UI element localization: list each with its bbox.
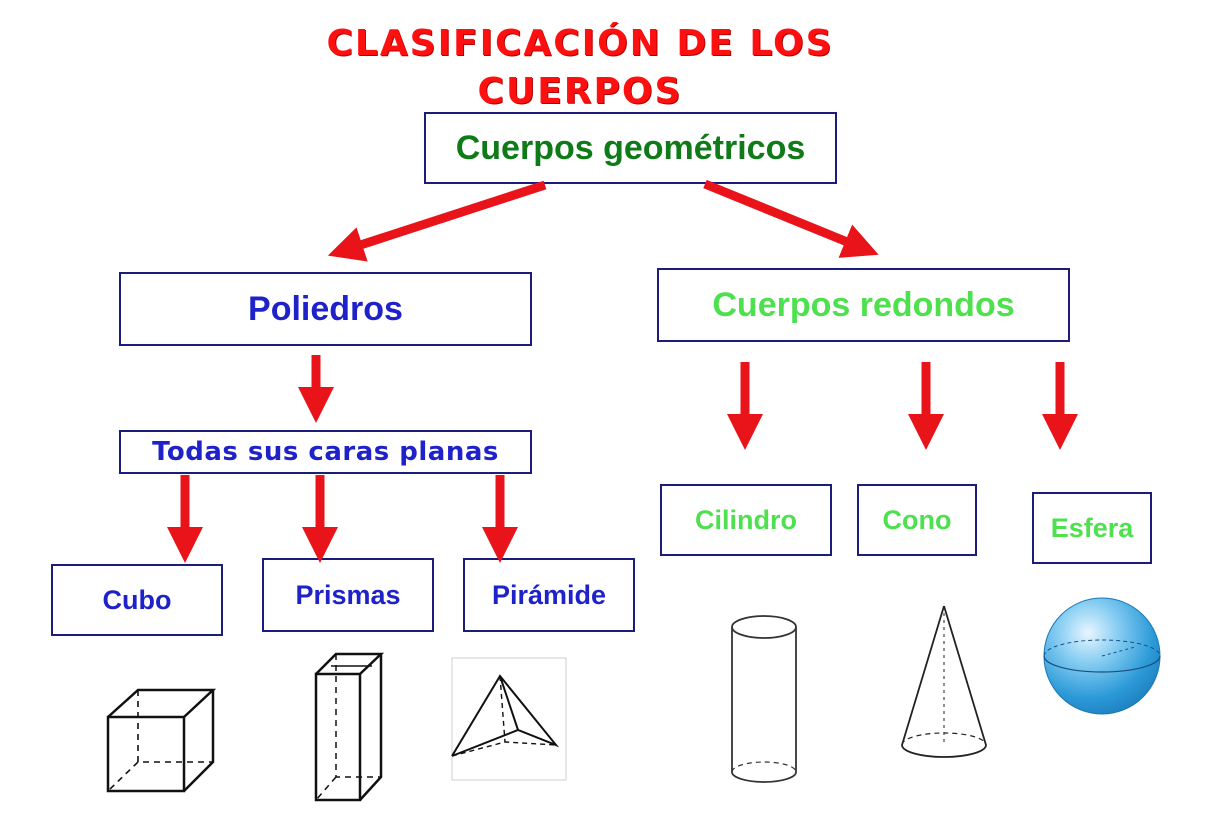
- node-piramide: Pirámide: [463, 558, 635, 632]
- cylinder-icon: [731, 615, 797, 783]
- node-cubo: Cubo: [51, 564, 223, 636]
- diagram-title: CLASIFICACIÓN DE LOS CUERPOS: [326, 23, 834, 112]
- node-label: Cilindro: [695, 504, 797, 535]
- node-label: Cono: [882, 504, 952, 535]
- node-cilindro: Cilindro: [660, 484, 832, 556]
- node-todas-caras-planas: Todas sus caras planas: [119, 430, 532, 474]
- pyramid-icon: [451, 657, 567, 781]
- node-label: Todas sus caras planas: [152, 437, 499, 467]
- node-cuerpos-redondos: Cuerpos redondos: [657, 268, 1070, 342]
- node-label: Cubo: [102, 584, 172, 615]
- cube-icon: [106, 688, 217, 793]
- node-poliedros: Poliedros: [119, 272, 532, 346]
- node-label: Cuerpos redondos: [712, 285, 1015, 324]
- node-label: Esfera: [1050, 512, 1134, 543]
- node-cuerpos-geometricos: Cuerpos geométricos: [424, 112, 837, 184]
- cone-icon: [901, 605, 987, 758]
- node-prismas: Prismas: [262, 558, 434, 632]
- arrow-root-to-poliedros: [327, 180, 547, 262]
- arrow-root-to-redondos: [703, 179, 879, 258]
- node-label: Poliedros: [248, 289, 403, 328]
- node-cono: Cono: [857, 484, 977, 556]
- prism-icon: [314, 652, 385, 802]
- node-label: Pirámide: [491, 579, 607, 610]
- node-esfera: Esfera: [1032, 492, 1152, 564]
- sphere-icon: [1043, 597, 1161, 715]
- node-label: Cuerpos geométricos: [455, 128, 806, 167]
- node-label: Prismas: [295, 579, 401, 610]
